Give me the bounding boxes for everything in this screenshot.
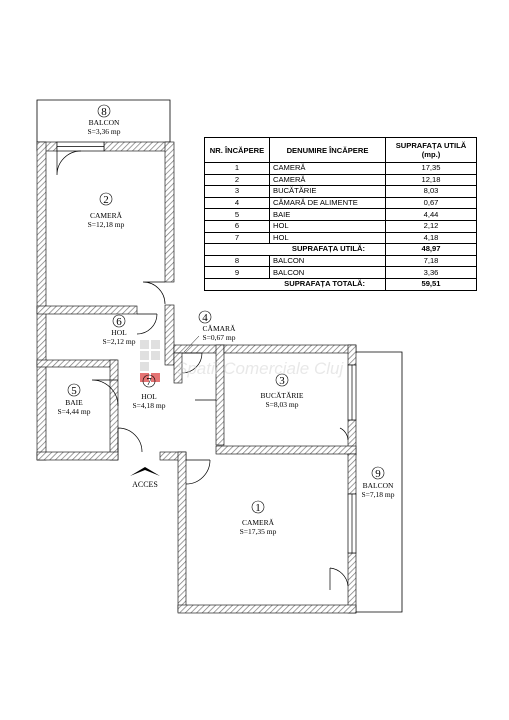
cell-name: BALCON [269,266,386,279]
walls [36,141,357,614]
doors [56,150,349,590]
access-marker: ACCES [130,467,160,489]
room-5-number: 5 [71,385,77,397]
room-6-number: 6 [116,316,122,328]
room-6-area: S=2,12 mp [103,337,136,346]
cell-name: HOL [269,231,386,245]
room-7-number: 7 [146,376,152,388]
room-5-area: S=4,44 mp [58,407,91,416]
cell-area: 0,67 [385,196,477,210]
room-6-name: HOL [111,328,127,337]
cell-nr: 3 [204,185,270,198]
room-3-number: 3 [279,375,285,387]
room-4-name: CĂMARĂ [203,324,237,333]
room-4-area: S=0,67 mp [203,333,236,342]
cell-nr: 5 [204,208,270,221]
cell-nr: 6 [204,219,270,233]
total-row: SUPRAFAȚA TOTALĂ:59,51 [204,277,477,291]
cell-area: 4,44 [385,208,477,221]
cell-area: 12,18 [385,173,477,187]
room-7-area: S=4,18 mp [133,401,166,410]
cell-nr: 1 [204,162,270,175]
room-7-name: HOL [141,392,157,401]
room-1-name: CAMERĂ [242,518,275,527]
room-5-label: 5 BAIE S=4,44 mp [58,383,91,416]
subtotal-value: 48,97 [385,243,477,256]
room-1-number: 1 [255,502,261,514]
cell-area: 8,03 [385,185,477,198]
cell-nr: 9 [204,266,270,279]
room-2-area: S=12,18 mp [88,220,125,229]
cell-area: 3,36 [385,266,477,279]
cell-nr: 4 [204,196,270,210]
cell-name: BAIE [269,208,386,221]
room-6-label: 6 HOL S=2,12 mp [103,314,136,346]
access-arrow-icon [130,467,160,476]
cell-nr: 8 [204,254,270,268]
room-9-number: 9 [375,468,381,480]
header-room-area: SUPRAFAȚA UTILĂ (mp.) [385,137,477,163]
header-room-name: DENUMIRE ÎNCĂPERE [269,137,386,163]
subtotal-label: SUPRAFAȚA UTILĂ: [204,243,386,256]
table-header-row: NR. ÎNCĂPERE DENUMIRE ÎNCĂPERE SUPRAFAȚA… [204,137,477,163]
cell-area: 4,18 [385,231,477,245]
room-1-label: 1 CAMERĂ S=17,35 mp [240,500,277,536]
cell-name: BUCĂTĂRIE [269,185,386,198]
room-2-number: 2 [103,194,109,206]
cell-name: HOL [269,219,386,233]
cell-area: 2,12 [385,219,477,233]
room-9-label: 9 BALCON S=7,18 mp [362,466,395,499]
total-value: 59,51 [385,277,477,291]
cell-nr: 2 [204,173,270,187]
room-4-label: 4 CĂMARĂ S=0,67 mp [183,310,237,353]
room-4-number: 4 [202,312,208,324]
room-area-table: NR. ÎNCĂPERE DENUMIRE ÎNCĂPERE SUPRAFAȚA… [204,137,477,291]
room-9-area: S=7,18 mp [362,490,395,499]
room-1-area: S=17,35 mp [240,527,277,536]
room-8-label: 8 BALCON S=3,36 mp [88,104,121,136]
watermark-red-square [140,373,149,382]
room-9-name: BALCON [363,481,394,490]
room-3-area: S=8,03 mp [266,400,299,409]
cell-name: BALCON [269,254,386,268]
watermark: Spatii Comerciale Cluj [140,340,344,382]
header-room-number: NR. ÎNCĂPERE [204,137,270,163]
room-2-name: CAMERĂ [90,211,123,220]
cell-name: CAMERĂ [269,173,386,187]
room-7-label: 7 HOL S=4,18 mp [133,374,166,410]
cell-area: 7,18 [385,254,477,268]
room-5-name: BAIE [65,398,83,407]
room-2-label: 2 CAMERĂ S=12,18 mp [88,192,125,229]
cell-nr: 7 [204,231,270,245]
cell-area: 17,35 [385,162,477,175]
access-label: ACCES [132,480,158,489]
total-label: SUPRAFAȚA TOTALĂ: [204,277,386,291]
room-8-area: S=3,36 mp [88,127,121,136]
room-3-label: 3 BUCĂTĂRIE S=8,03 mp [261,373,304,409]
cell-name: CAMERĂ [269,162,386,175]
watermark-text: Spatii Comerciale Cluj [176,359,344,378]
subtotal-row: SUPRAFAȚA UTILĂ:48,97 [204,243,477,256]
room-8-number: 8 [101,106,107,118]
cell-name: CĂMARĂ DE ALIMENTE [269,196,386,210]
balcony-outlines [36,99,403,613]
windows [56,141,357,554]
room-3-name: BUCĂTĂRIE [261,391,304,400]
room-8-name: BALCON [89,118,120,127]
